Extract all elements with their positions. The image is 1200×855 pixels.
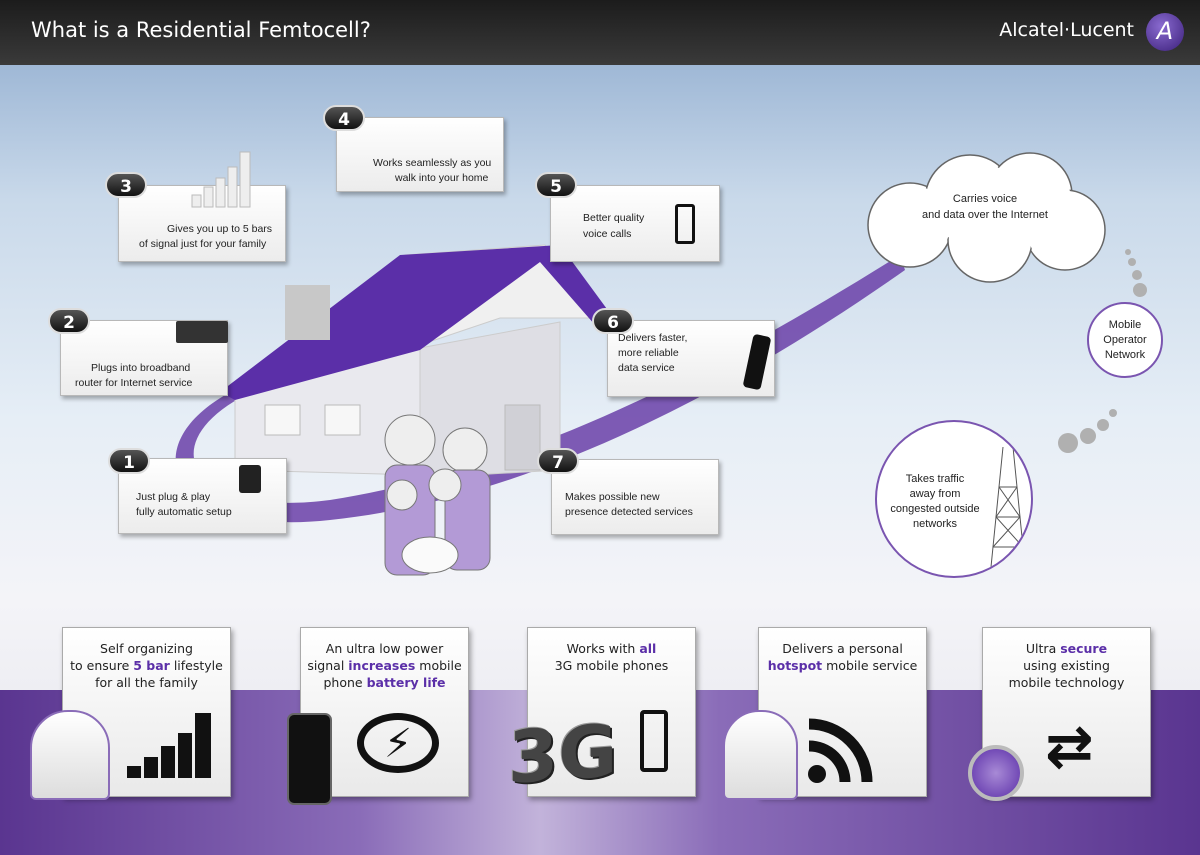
step-text: Delivers faster,	[618, 332, 688, 344]
feature-card-hotspot: Delivers a personal hotspot mobile servic…	[758, 627, 927, 797]
exchange-arrows-icon: ⇄	[1045, 712, 1094, 780]
step-text: of signal just for your family	[139, 238, 267, 250]
step-7-callout: Makes possible new presence detected serv…	[551, 459, 719, 535]
tower-text: Takes traffic	[905, 473, 965, 485]
card-highlight: 5 bar	[133, 658, 170, 673]
cloud-label: Carries voice and data over the Internet	[880, 191, 1090, 223]
card-text: mobile technology	[1008, 675, 1125, 690]
card-highlight: all	[639, 641, 657, 656]
card-highlight: battery life	[366, 675, 446, 690]
step-4-callout: Works seamlessly as you walk into your ho…	[336, 117, 504, 192]
step-text: data service	[618, 362, 675, 374]
step-3-badge: 3	[105, 172, 147, 198]
card-text: Delivers a personal	[782, 641, 903, 656]
power-plug-icon	[239, 465, 261, 493]
femtocell-device-icon	[723, 710, 798, 800]
step-6-badge: 6	[592, 308, 634, 334]
router-icon	[176, 321, 228, 343]
step-text: fully automatic setup	[136, 506, 232, 518]
step-text: voice calls	[583, 228, 632, 240]
step-5-badge: 5	[535, 172, 577, 198]
operator-text: Operator	[1103, 334, 1147, 346]
step-text: Works seamlessly as you	[373, 157, 492, 169]
mobile-phone-icon	[675, 204, 695, 244]
brand-name: Alcatel·Lucent	[999, 19, 1134, 41]
padlock-icon	[968, 745, 1024, 801]
step-text: Plugs into broadband	[91, 362, 191, 374]
signal-bars-icon	[127, 713, 211, 778]
step-1-callout: Just plug & play fully automatic setup	[118, 458, 287, 534]
operator-text: Network	[1104, 349, 1146, 361]
signal-bars-icon	[191, 151, 251, 208]
card-text: mobile	[415, 658, 462, 673]
card-text: lifestyle	[169, 658, 223, 673]
step-text: Better quality	[583, 212, 645, 224]
card-highlight: hotspot	[767, 658, 823, 673]
header: What is a Residential Femtocell? Alcatel…	[0, 0, 1200, 65]
card-text: 3G mobile phones	[554, 658, 669, 673]
card-text: for all the family	[95, 675, 198, 690]
card-text: to ensure	[70, 658, 134, 673]
card-text: mobile service	[822, 658, 918, 673]
operator-text: Mobile	[1108, 319, 1142, 331]
step-text: more reliable	[618, 347, 679, 359]
smartphone-icon	[742, 333, 772, 391]
cell-tower-icon	[989, 446, 1027, 576]
cloud-text: Carries voice	[952, 193, 1018, 205]
step-text: Makes possible new	[565, 491, 660, 503]
step-1-badge: 1	[108, 448, 150, 474]
tower-label: Takes traffic away from congested outside n…	[877, 472, 993, 532]
lightning-power-icon: ⚡	[357, 713, 439, 773]
card-text: phone	[323, 675, 367, 690]
step-7-badge: 7	[537, 448, 579, 474]
step-2-callout: Plugs into broadband router for Internet …	[60, 320, 228, 396]
step-4-badge: 4	[323, 105, 365, 131]
step-5-callout: Better quality voice calls	[550, 185, 720, 262]
step-text: Gives you up to 5 bars	[167, 223, 273, 235]
wifi-hotspot-icon	[808, 718, 873, 783]
internet-cloud-icon	[867, 152, 1106, 283]
step-text: Just plug & play	[136, 491, 211, 503]
feature-card-battery: An ultra low power signal increases mobil…	[300, 627, 469, 797]
card-text: An ultra low power	[325, 641, 444, 656]
step-2-badge: 2	[48, 308, 90, 334]
card-text: Self organizing	[100, 641, 193, 656]
tower-text: networks	[912, 518, 958, 530]
feature-card-3g: Works with all 3G mobile phones	[527, 627, 696, 797]
tower-text: away from	[909, 488, 961, 500]
card-highlight: secure	[1060, 641, 1108, 656]
cell-tower-circle: Takes traffic away from congested outside n…	[875, 420, 1033, 578]
step-text: presence detected services	[565, 506, 693, 518]
card-highlight: increases	[348, 658, 416, 673]
card-text: signal	[307, 658, 349, 673]
tower-text: congested outside	[890, 503, 980, 515]
femtocell-device-icon	[30, 710, 110, 800]
page-title: What is a Residential Femtocell?	[31, 18, 371, 42]
card-text: Works with	[566, 641, 640, 656]
card-text: Ultra	[1025, 641, 1061, 656]
cloud-text: and data over the Internet	[922, 209, 1048, 221]
step-3-callout: Gives you up to 5 bars of signal just for…	[118, 185, 286, 262]
smartphone-icon	[287, 713, 332, 805]
card-text: using existing	[1023, 658, 1110, 673]
step-6-callout: Delivers faster, more reliable data servic…	[607, 320, 775, 397]
step-text: walk into your home	[395, 172, 489, 184]
mobile-phone-icon	[640, 710, 668, 772]
step-text: router for Internet service	[75, 377, 193, 389]
alcatel-lucent-logo-icon: A	[1146, 13, 1184, 51]
3g-logo: 3G	[508, 708, 618, 800]
